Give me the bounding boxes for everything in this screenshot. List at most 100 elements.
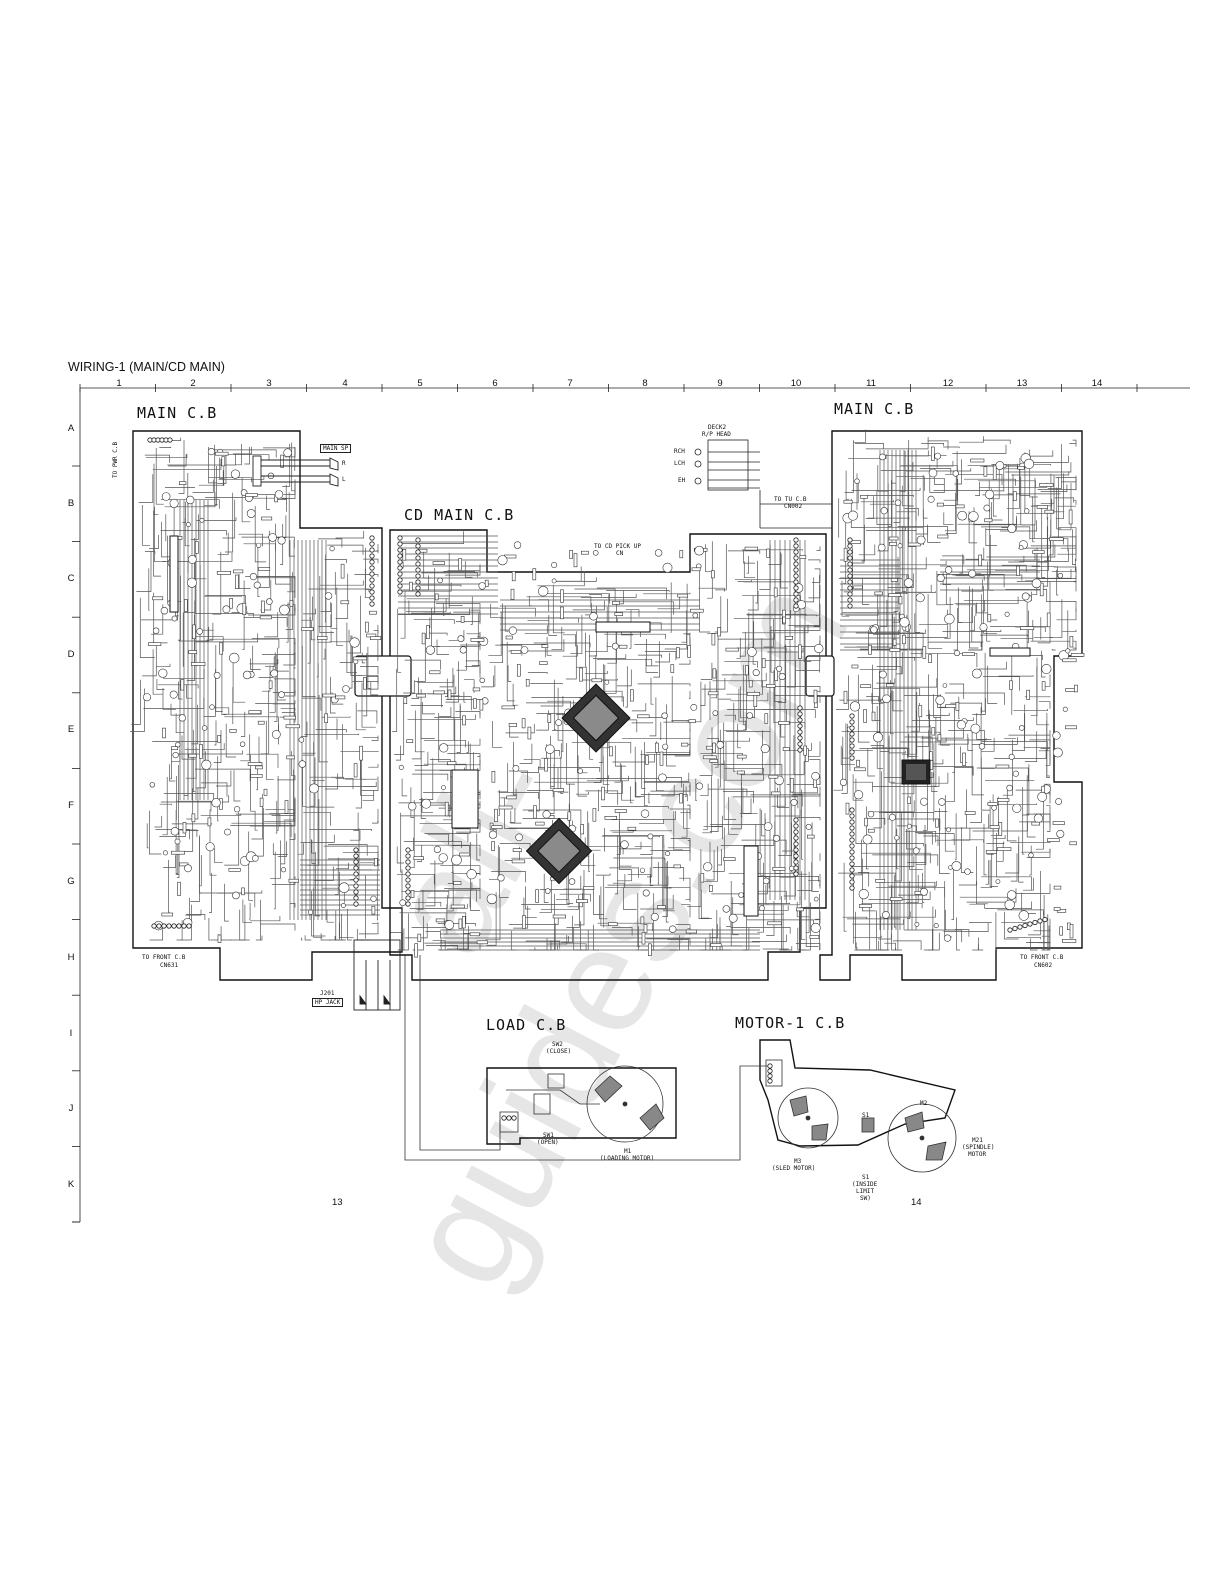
trace (664, 858, 672, 889)
capacitor (143, 693, 152, 702)
trace (523, 897, 537, 919)
trace (704, 846, 718, 882)
trace (625, 609, 640, 617)
trace (420, 882, 473, 891)
trace (976, 713, 992, 740)
resistor (659, 751, 664, 766)
trace (985, 528, 997, 546)
trace (1033, 918, 1051, 932)
resistor (433, 690, 445, 695)
board-title-main-left: MAIN C.B (137, 404, 218, 422)
trace (499, 847, 509, 898)
trace (153, 463, 159, 516)
trace (653, 641, 660, 678)
trace (152, 459, 222, 470)
resistor (996, 847, 1012, 851)
trace (983, 823, 987, 876)
trace (755, 560, 758, 604)
capacitor (283, 448, 293, 458)
trace (797, 822, 813, 891)
trace (812, 575, 821, 583)
trace (773, 695, 821, 703)
trace (191, 704, 199, 745)
resistor (511, 571, 516, 582)
trace (771, 797, 786, 807)
resistor (871, 711, 876, 722)
resistor (579, 667, 583, 682)
trace (265, 720, 274, 780)
trace (1032, 554, 1038, 596)
pad (369, 577, 375, 583)
pad (405, 877, 411, 883)
trace (938, 737, 969, 745)
capacitor (1018, 910, 1029, 921)
trace (818, 873, 821, 886)
trace (1019, 549, 1069, 562)
resistor (505, 635, 513, 640)
trace (354, 574, 379, 577)
trace (887, 911, 911, 918)
resistor (417, 933, 422, 942)
resistor (453, 881, 462, 885)
trace (485, 898, 501, 941)
resistor (425, 625, 430, 639)
spindle-motor (887, 1103, 957, 1173)
pad (405, 865, 411, 871)
trace (687, 840, 691, 853)
pad (415, 549, 421, 555)
trace (327, 858, 379, 867)
capacitor (995, 461, 1005, 470)
trace (687, 849, 702, 908)
trace (931, 771, 938, 792)
trace (355, 702, 366, 731)
trace (538, 767, 601, 772)
resistor (1068, 509, 1073, 525)
capacitor (776, 665, 783, 672)
trace (181, 920, 183, 941)
trace (742, 787, 758, 815)
capacitor (936, 573, 945, 582)
capacitor (746, 712, 754, 719)
trace (912, 717, 974, 721)
trace (572, 600, 605, 611)
trace (966, 888, 1017, 903)
resistor (353, 763, 358, 778)
board-title-main-right: MAIN C.B (834, 400, 915, 418)
trace (936, 571, 947, 606)
trace (456, 705, 461, 753)
trace (509, 808, 516, 823)
trace (841, 723, 848, 794)
resistor (260, 600, 265, 613)
trace (892, 691, 903, 712)
pad (797, 741, 803, 747)
trace (141, 505, 150, 546)
trace (1006, 470, 1020, 509)
resistor (654, 742, 659, 753)
pad (793, 817, 799, 823)
capacitor (438, 853, 448, 863)
pad (849, 843, 855, 849)
trace (686, 681, 702, 723)
trace (499, 792, 539, 799)
trace (1046, 601, 1077, 612)
trace (861, 524, 865, 562)
trace (285, 690, 296, 697)
trace (698, 872, 712, 919)
resistor (573, 553, 578, 568)
trace (732, 897, 739, 936)
resistor (191, 662, 206, 666)
trace (954, 929, 970, 937)
trace (723, 773, 764, 781)
resistor (978, 554, 983, 566)
capacitor (604, 679, 610, 685)
trace (989, 534, 1001, 575)
trace (1046, 792, 1051, 804)
trace (421, 572, 479, 578)
resistor (711, 633, 716, 646)
resistor (930, 446, 935, 461)
trace (324, 559, 347, 564)
label-to-front-left-cn: CN631 (160, 962, 179, 969)
resistor (233, 569, 244, 574)
capacitor (399, 899, 407, 907)
resistor (996, 798, 1010, 802)
